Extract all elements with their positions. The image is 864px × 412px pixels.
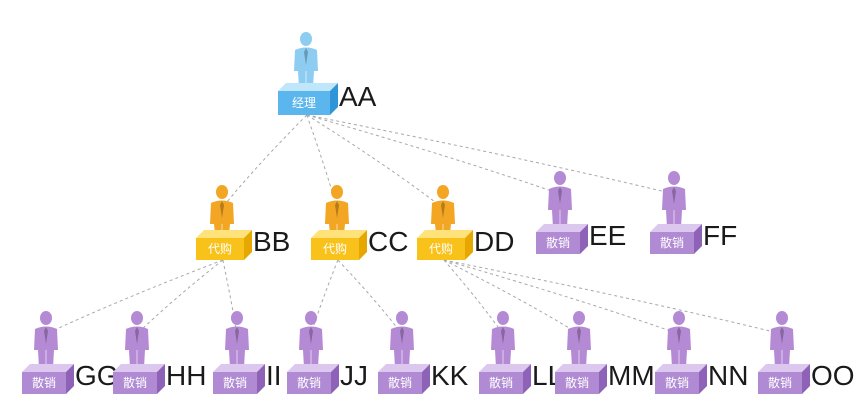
- person-icon: [662, 171, 686, 228]
- manager-figure-icon: [278, 32, 338, 115]
- seller-figure-icon: [479, 311, 531, 394]
- node-name: II: [266, 360, 282, 391]
- person-icon: [548, 171, 572, 228]
- node-nn: 散销 NN: [655, 306, 748, 394]
- node-name: HH: [166, 360, 207, 391]
- node-name: GG: [75, 360, 119, 391]
- seller-figure-icon: [213, 311, 265, 394]
- pedestal-box: [655, 364, 707, 394]
- role-badge: 散销: [545, 236, 570, 250]
- seller-figure-icon: [758, 311, 810, 394]
- node-name: AA: [339, 81, 377, 112]
- node-jj: 散销 JJ: [287, 306, 368, 394]
- connector-cc-jj: [310, 259, 339, 335]
- role-badge: 散销: [767, 376, 792, 390]
- node-ee: 散销 EE: [536, 166, 626, 254]
- connector-dd-oo: [443, 259, 783, 335]
- node-name: NN: [708, 360, 749, 391]
- node-mm: 散销 MM: [555, 306, 655, 394]
- connector-aa-bb: [221, 114, 308, 209]
- seller-figure-icon: [555, 311, 607, 394]
- person-icon: [770, 311, 794, 368]
- pedestal-box: [113, 364, 165, 394]
- pedestal-box: [378, 364, 430, 394]
- role-badge: 代购: [428, 242, 453, 256]
- node-bb: 代购 BB: [196, 178, 290, 260]
- person-icon: [299, 311, 323, 368]
- connector-aa-ee: [306, 114, 561, 195]
- pedestal-box: [650, 224, 702, 254]
- role-badge: 散销: [387, 376, 412, 390]
- seller-figure-icon: [22, 311, 74, 394]
- role-badge: 散销: [659, 236, 684, 250]
- pedestal-box: [555, 364, 607, 394]
- person-icon: [567, 311, 591, 368]
- seller-figure-icon: [287, 311, 339, 394]
- seller-figure-icon: [113, 311, 165, 394]
- pedestal-box: [196, 230, 252, 260]
- node-name: FF: [703, 220, 738, 251]
- person-icon: [210, 185, 234, 234]
- role-badge: 散销: [222, 376, 247, 390]
- role-badge: 散销: [664, 376, 689, 390]
- node-oo: 散销 OO: [758, 306, 855, 394]
- pedestal-box: [417, 230, 473, 260]
- node-ii: 散销 II: [213, 306, 282, 394]
- connector-bb-gg: [45, 259, 224, 335]
- connector-bb-hh: [136, 259, 224, 335]
- person-icon: [34, 311, 58, 368]
- pedestal-box: [287, 364, 339, 394]
- seller-figure-icon: [650, 171, 702, 254]
- node-cc: 代购 CC: [311, 178, 408, 260]
- agent-figure-icon: [196, 185, 252, 260]
- person-icon: [325, 185, 349, 234]
- pedestal-box: [311, 230, 367, 260]
- pedestal-box: [758, 364, 810, 394]
- pedestal-box: [278, 83, 338, 115]
- role-badge: 散销: [296, 376, 321, 390]
- node-dd: 代购 DD: [417, 178, 514, 260]
- person-icon: [125, 311, 149, 368]
- role-badge: 散销: [488, 376, 513, 390]
- pedestal-box: [213, 364, 265, 394]
- role-badge: 散销: [31, 376, 56, 390]
- role-badge: 散销: [564, 376, 589, 390]
- node-name: OO: [811, 360, 855, 391]
- node-name: CC: [368, 226, 409, 257]
- role-badge: 代购: [322, 242, 347, 256]
- seller-figure-icon: [536, 171, 588, 254]
- node-name: MM: [608, 360, 655, 391]
- pedestal-box: [22, 364, 74, 394]
- node-aa: 经理 AA: [278, 25, 376, 115]
- pedestal-box: [479, 364, 531, 394]
- node-name: KK: [431, 360, 469, 391]
- connector-aa-ff: [306, 114, 675, 195]
- node-ff: 散销 FF: [650, 166, 737, 254]
- connector-dd-mm: [443, 259, 580, 335]
- agent-figure-icon: [417, 185, 473, 260]
- person-icon: [667, 311, 691, 368]
- node-gg: 散销 GG: [22, 306, 119, 394]
- person-icon: [491, 311, 515, 368]
- role-badge: 经理: [291, 96, 316, 110]
- node-name: DD: [474, 226, 515, 257]
- role-badge: 代购: [207, 242, 232, 256]
- node-name: BB: [253, 226, 291, 257]
- seller-figure-icon: [378, 311, 430, 394]
- node-name: JJ: [340, 360, 368, 391]
- pedestal-box: [536, 224, 588, 254]
- seller-figure-icon: [655, 311, 707, 394]
- role-badge: 散销: [122, 376, 147, 390]
- person-icon: [225, 311, 249, 368]
- node-hh: 散销 HH: [113, 306, 206, 394]
- agent-figure-icon: [311, 185, 367, 260]
- node-kk: 散销 KK: [378, 306, 468, 394]
- person-icon: [294, 32, 318, 87]
- person-icon: [431, 185, 455, 234]
- person-icon: [390, 311, 414, 368]
- node-name: EE: [589, 220, 627, 251]
